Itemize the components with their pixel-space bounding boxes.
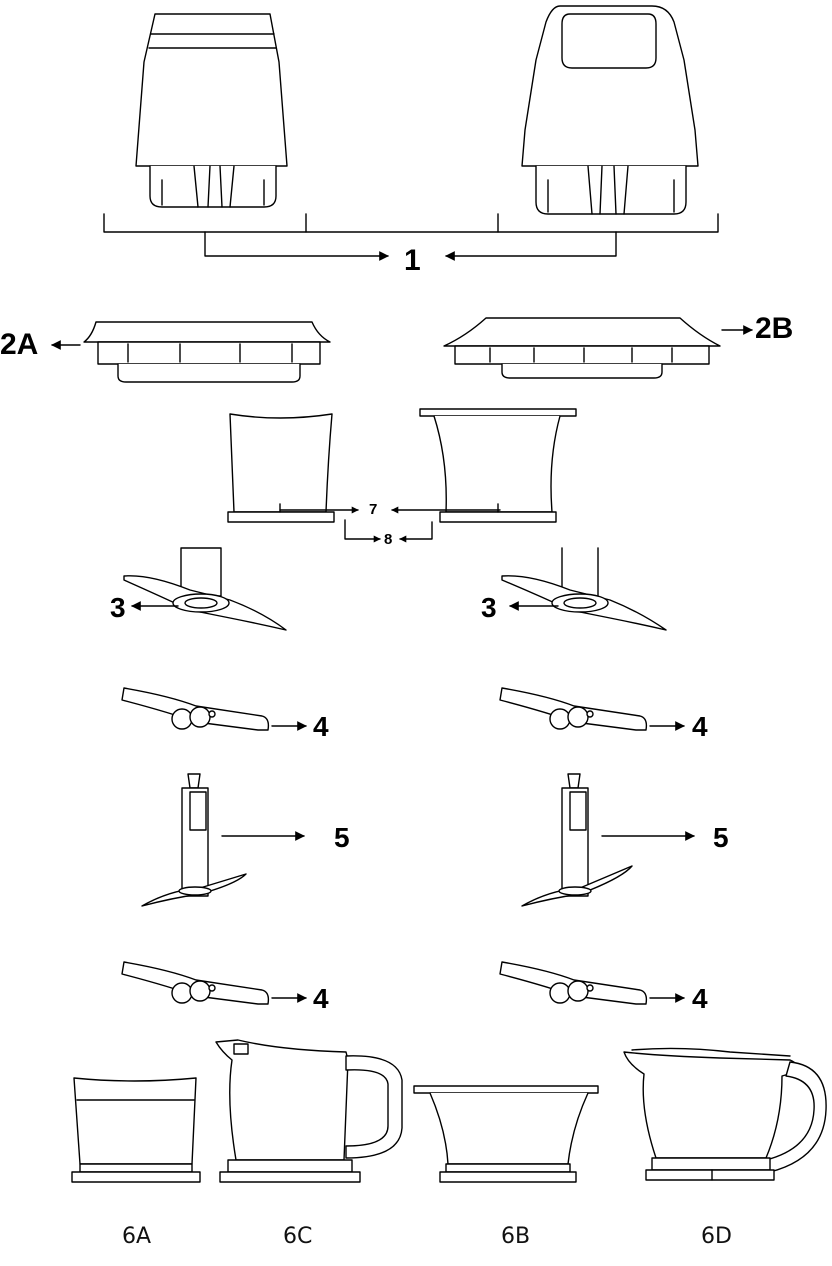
shaft-right xyxy=(522,774,632,906)
label-5-right: 5 xyxy=(713,824,729,852)
label-5-left: 5 xyxy=(334,824,350,852)
bowl-insert-left xyxy=(228,414,334,522)
blade-right xyxy=(502,548,666,630)
label-1: 1 xyxy=(404,246,421,276)
label-7: 7 xyxy=(369,502,377,517)
pin-row1-right xyxy=(500,688,646,730)
label-4-r1-right: 4 xyxy=(692,713,708,741)
label-2b: 2B xyxy=(755,314,793,344)
bowl-insert-right xyxy=(420,409,576,522)
jug-6c xyxy=(216,1040,402,1182)
caption-6b: 6B xyxy=(501,1226,530,1248)
label-4-r2-right: 4 xyxy=(692,985,708,1013)
caption-6d: 6D xyxy=(701,1226,732,1248)
label-3-right: 3 xyxy=(481,594,497,622)
lid-2b xyxy=(444,318,720,378)
label-2a: 2A xyxy=(0,330,38,360)
blade-left xyxy=(124,548,286,630)
label-3-left: 3 xyxy=(110,594,126,622)
pin-row2-left xyxy=(122,962,268,1004)
label-4-r1-left: 4 xyxy=(313,713,329,741)
motor-unit-right xyxy=(522,6,698,214)
lid-2a xyxy=(84,322,330,382)
jug-6d xyxy=(624,1048,826,1180)
bowl-6a xyxy=(72,1078,200,1182)
pin-row2-right xyxy=(500,962,646,1004)
pin-row1-left xyxy=(122,688,268,730)
label-4-r2-left: 4 xyxy=(313,985,329,1013)
shaft-left xyxy=(142,774,246,906)
bowl-6b xyxy=(414,1086,598,1182)
caption-6c: 6C xyxy=(283,1226,312,1248)
motor-unit-left xyxy=(136,14,287,207)
label-8: 8 xyxy=(384,532,392,547)
caption-6a: 6A xyxy=(122,1226,151,1248)
